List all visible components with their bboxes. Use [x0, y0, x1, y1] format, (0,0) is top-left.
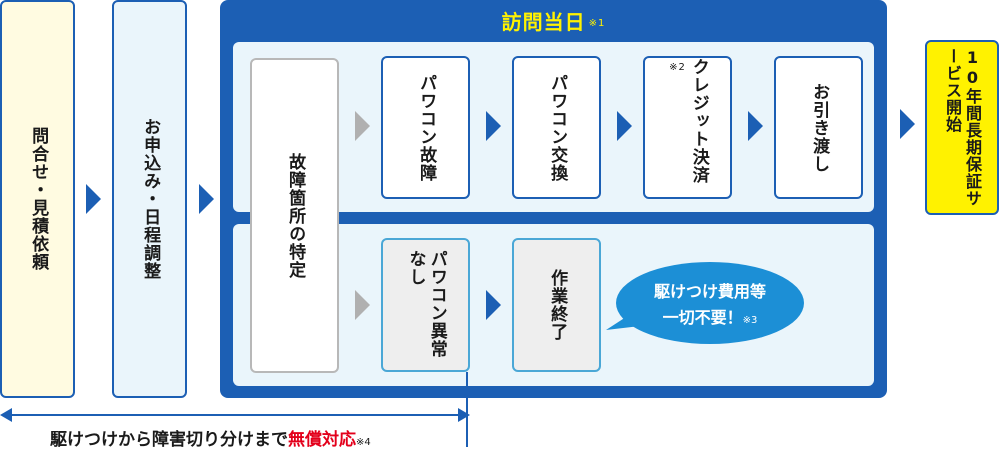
arrow-right-icon — [355, 290, 370, 320]
finish-label: 作業終了 — [547, 269, 568, 341]
footer-text: 駆けつけから障害切り分けまで — [50, 430, 288, 450]
arrow-right-icon — [486, 111, 501, 141]
footer-note: ※4 — [356, 437, 371, 448]
warranty-box: 10年間長期保証サービス開始 — [925, 40, 999, 215]
broken-card: パワコン故障 — [381, 56, 470, 199]
finish-card: 作業終了 — [512, 238, 601, 372]
arrow-right-icon — [86, 184, 101, 214]
handover-card: お引き渡し — [774, 56, 863, 199]
payment-text: クレジット決済 — [688, 58, 709, 184]
bubble-line2-text: 一切不要！ — [662, 308, 743, 327]
arrow-right-icon — [199, 184, 214, 214]
arrow-right-icon — [748, 111, 763, 141]
range-arrow-right-icon — [458, 408, 470, 422]
replace-card: パワコン交換 — [512, 56, 601, 199]
step-inquiry-label: 問合せ・見積依頼 — [28, 127, 49, 271]
warranty-label: 10年間長期保証サービス開始 — [943, 47, 982, 207]
identify-card: 故障箇所の特定 — [250, 58, 339, 373]
handover-label: お引き渡し — [809, 82, 830, 173]
step-apply-label: お申込み・日程調整 — [140, 118, 161, 280]
arrow-right-icon — [617, 111, 632, 141]
visit-day-title-text: 訪問当日 — [501, 9, 586, 34]
payment-card: クレジット決済※2 — [643, 56, 732, 199]
bubble-note: ※3 — [742, 315, 758, 326]
range-end-marker — [466, 372, 468, 447]
step-apply: お申込み・日程調整 — [112, 0, 187, 398]
step-inquiry: 問合せ・見積依頼 — [0, 0, 75, 398]
normal-label: パワコン異常なし — [405, 250, 447, 358]
identify-label: 故障箇所の特定 — [285, 152, 306, 279]
arrow-right-icon — [486, 290, 501, 320]
replace-label: パワコン交換 — [547, 73, 568, 182]
range-line — [8, 414, 464, 416]
visit-day-note: ※1 — [588, 17, 606, 29]
bubble-line2: 一切不要！※3 — [663, 304, 758, 328]
arrow-right-icon — [900, 109, 915, 139]
footer-highlight: 無償対応 — [288, 430, 356, 450]
arrow-right-icon — [355, 111, 370, 141]
payment-note: ※2 — [669, 62, 686, 73]
visit-day-title: 訪問当日 ※1 — [220, 0, 887, 40]
normal-card: パワコン異常なし — [381, 238, 470, 372]
broken-label: パワコン故障 — [416, 73, 437, 182]
free-bubble: 駆けつけ費用等 一切不要！※3 — [616, 262, 804, 344]
free-support-note: 駆けつけから障害切り分けまで無償対応※4 — [50, 425, 371, 450]
range-arrow-left-icon — [0, 408, 12, 422]
bubble-line1: 駆けつけ費用等 — [653, 282, 766, 301]
payment-label: クレジット決済※2 — [666, 58, 709, 197]
